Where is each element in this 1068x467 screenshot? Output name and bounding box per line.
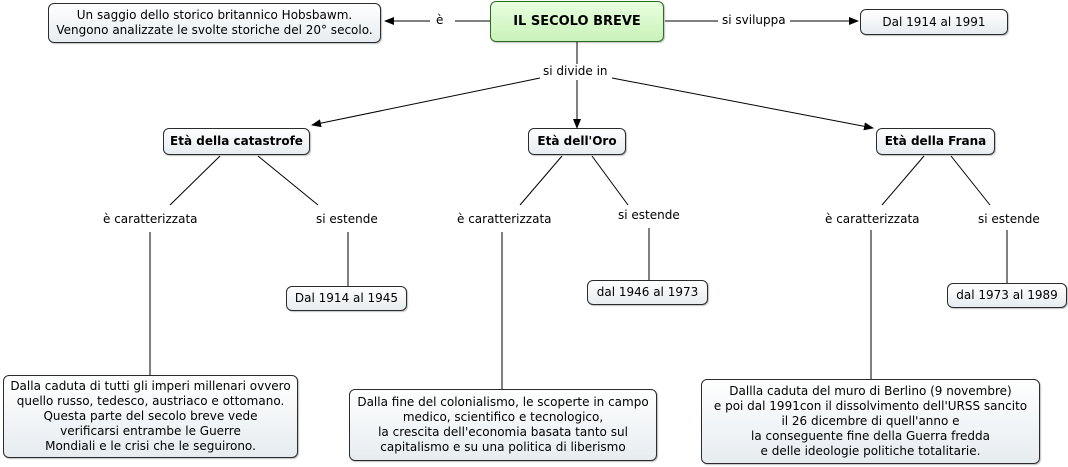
era3-description-node[interactable]: Dallla caduta del muro di Berlino (9 nov… [701,379,1040,464]
era3-dates-node[interactable]: dal 1973 al 1989 [947,283,1067,308]
divides-link-label: si divide in [541,64,610,78]
era1-dates-node[interactable]: Dal 1914 al 1945 [286,286,407,311]
era1-span-link-label: si estende [314,212,380,226]
era2-char-link-label: è caratterizzata [455,212,554,226]
era-node-catastrofe[interactable]: Età della catastrofe [163,128,310,155]
era3-span-link-label: si estende [976,212,1042,226]
era3-char-link-label: è caratterizzata [823,212,922,226]
era1-description-node[interactable]: Dalla caduta di tutti gli imperi millena… [3,375,298,458]
era2-description-node[interactable]: Dalla fine del colonialismo, le scoperte… [349,389,657,461]
definition-link-label: è [434,13,446,27]
era-node-frana[interactable]: Età della Frana [876,128,995,155]
era2-dates-node[interactable]: dal 1946 al 1973 [587,280,708,305]
era-node-oro[interactable]: Età dell'Oro [528,128,626,155]
root-node[interactable]: IL SECOLO BREVE [490,1,664,42]
era1-char-link-label: è caratterizzata [101,212,200,226]
span-link-label: si sviluppa [720,13,788,27]
span-node[interactable]: Dal 1914 al 1991 [860,9,1008,35]
era2-span-link-label: si estende [616,208,682,222]
definition-node[interactable]: Un saggio dello storico britannico Hobsb… [48,3,381,43]
